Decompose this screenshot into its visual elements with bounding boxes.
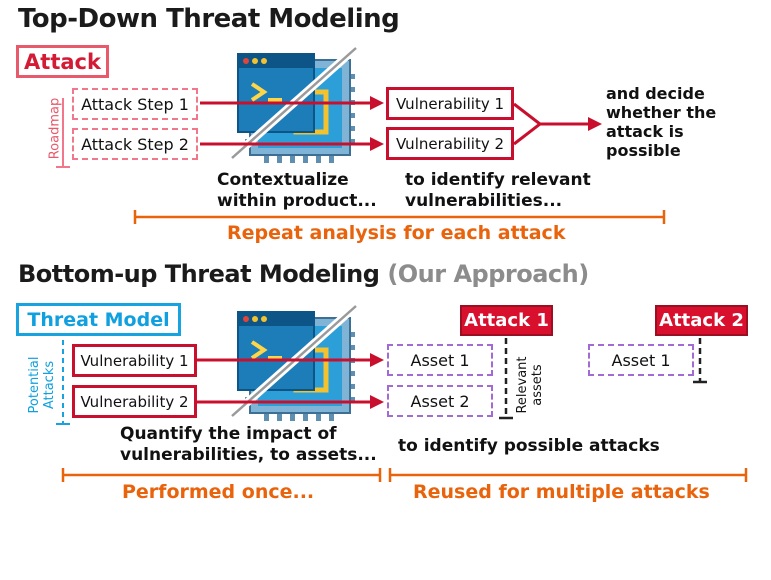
bottom-up-title-suffix: (Our Approach) xyxy=(387,260,589,288)
top-vulnerability-2: Vulnerability 2 xyxy=(386,127,514,160)
top-vulnerability-1: Vulnerability 1 xyxy=(386,87,514,120)
attack-step-2: Attack Step 2 xyxy=(72,128,198,160)
bottom-vulnerability-1: Vulnerability 1 xyxy=(72,344,197,377)
relevant-assets-label: Relevant assets xyxy=(515,356,545,414)
bottom-vulnerability-2: Vulnerability 2 xyxy=(72,385,197,418)
top-down-title: Top-Down Threat Modeling xyxy=(18,4,400,34)
threat-model-tag: Threat Model xyxy=(16,303,181,336)
decide-text: and decide whether the attack is possibl… xyxy=(606,84,717,160)
potential-attacks-label: Potential Attacks xyxy=(27,356,57,414)
attack-1-tag: Attack 1 xyxy=(460,305,553,336)
attack-step-1: Attack Step 1 xyxy=(72,88,198,120)
attack-tag: Attack xyxy=(16,45,109,78)
reused-text: Reused for multiple attacks xyxy=(413,481,710,503)
identify-attacks-text: to identify possible attacks xyxy=(398,436,660,456)
attack-1-asset-2: Asset 2 xyxy=(387,385,493,417)
identify-vulns-text: to identify relevant vulnerabilities... xyxy=(405,170,591,211)
code-window-icon xyxy=(232,306,356,421)
quantify-text: Quantify the impact of vulnerabilities, … xyxy=(120,424,377,465)
code-window-icon xyxy=(232,48,356,163)
attack-1-asset-1: Asset 1 xyxy=(387,344,493,376)
performed-once-text: Performed once... xyxy=(122,481,315,503)
attack-2-tag: Attack 2 xyxy=(655,305,748,336)
bottom-up-title: Bottom-up Threat Modeling (Our Approach) xyxy=(18,260,589,288)
roadmap-label: Roadmap xyxy=(47,97,63,160)
attack-2-asset-1: Asset 1 xyxy=(588,344,694,376)
bottom-up-title-main: Bottom-up Threat Modeling xyxy=(18,260,380,288)
repeat-analysis-text: Repeat analysis for each attack xyxy=(227,222,566,244)
contextualize-text: Contextualize within product... xyxy=(217,170,377,211)
